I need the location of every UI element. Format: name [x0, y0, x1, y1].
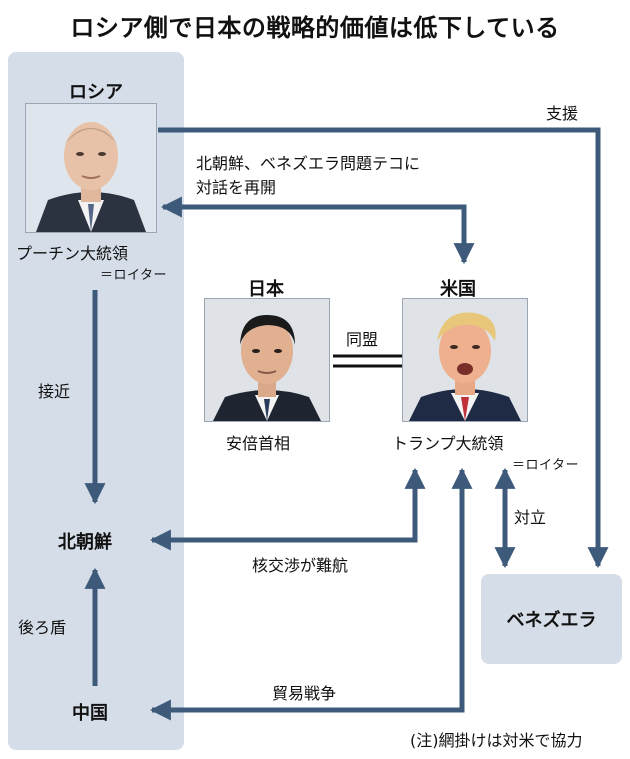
- russia-label: ロシア: [69, 82, 123, 103]
- approach-label: 接近: [38, 382, 71, 401]
- venezuela-panel: [481, 574, 622, 664]
- alliance-label: 同盟: [346, 330, 379, 349]
- trade-war-arrow: [149, 467, 473, 721]
- japan-label: 日本: [248, 279, 284, 300]
- trump-photo: [402, 298, 528, 422]
- putin-caption: プーチン大統領: [16, 244, 129, 263]
- shading-note: (注)網掛けは対米で協力: [410, 731, 583, 750]
- support-label: 支援: [546, 104, 579, 123]
- trump-credit: ＝ロイター: [512, 458, 579, 473]
- backing-label: 後ろ盾: [18, 618, 67, 637]
- putin-photo: [25, 103, 157, 233]
- nuclear-talks-label: 核交渉が難航: [252, 556, 349, 575]
- usa-label: 米国: [440, 279, 476, 300]
- putin-credit: ＝ロイター: [100, 268, 167, 283]
- dialogue-label-line1: 北朝鮮、ベネズエラ問題テコに: [196, 154, 421, 173]
- abe-photo: [204, 298, 330, 422]
- trade-war-label: 貿易戦争: [272, 684, 337, 703]
- venezuela-label: ベネズエラ: [506, 610, 597, 631]
- china-label: 中国: [72, 703, 108, 724]
- dialogue-arrow: [160, 196, 475, 265]
- dialogue-label-line2: 対話を再開: [196, 178, 277, 197]
- confrontation-label: 対立: [514, 508, 547, 527]
- north-korea-label: 北朝鮮: [58, 532, 112, 553]
- abe-caption: 安倍首相: [226, 434, 291, 453]
- diagram-title: ロシア側で日本の戦略的価値は低下している: [70, 14, 560, 42]
- trump-caption: トランプ大統領: [392, 434, 504, 453]
- nuclear-talks-arrow: [149, 467, 426, 551]
- support-arrow: [158, 127, 609, 569]
